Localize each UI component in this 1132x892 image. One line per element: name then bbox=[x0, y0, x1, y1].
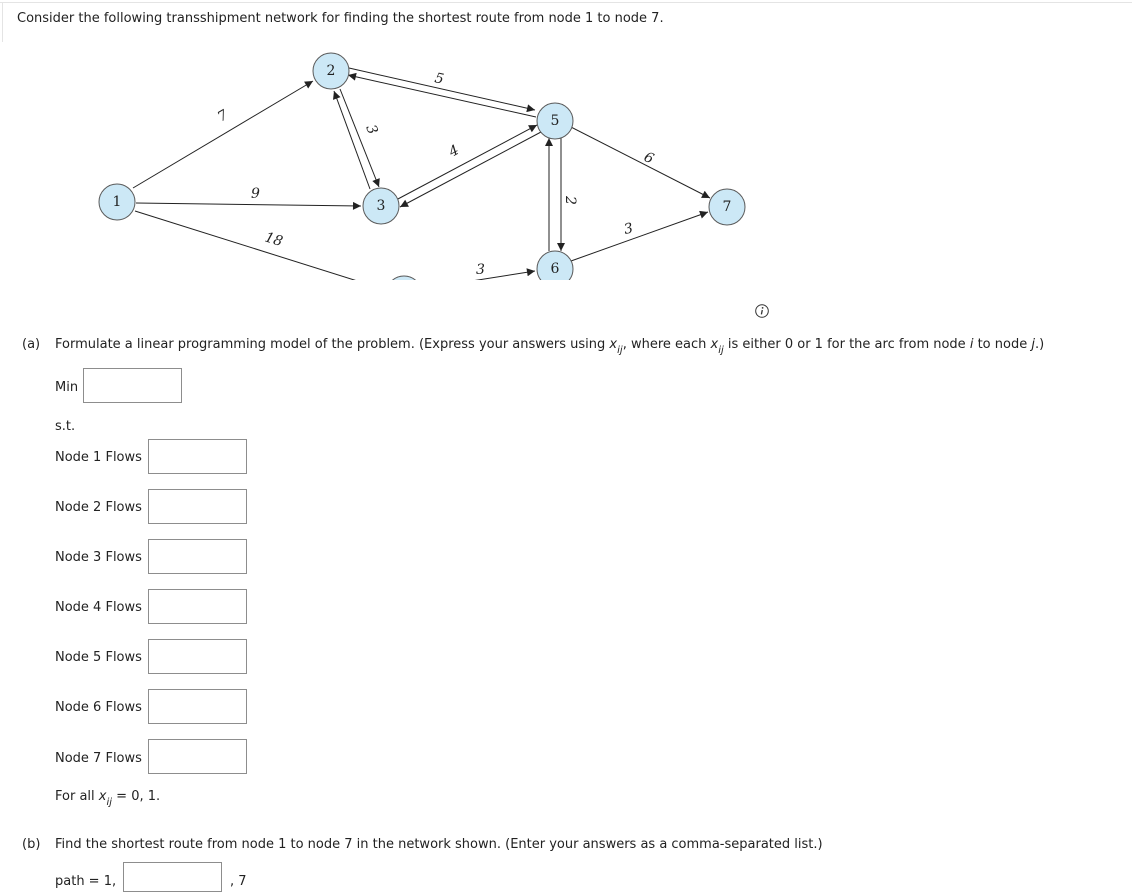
node-1-flows-label: Node 1 Flows bbox=[55, 450, 142, 465]
node-6-flows-input[interactable] bbox=[148, 689, 247, 724]
svg-text:1: 1 bbox=[113, 194, 122, 210]
node-1-flows-input[interactable] bbox=[148, 439, 247, 474]
node-7: 7 bbox=[708, 188, 746, 226]
path-suffix: , 7 bbox=[230, 874, 247, 889]
var-x-3: x bbox=[98, 789, 107, 804]
node-4: 4 bbox=[391, 275, 417, 280]
weight-5-6: 2 bbox=[562, 195, 578, 205]
node-5-flows-input[interactable] bbox=[148, 639, 247, 674]
part-b-label: (b) bbox=[22, 837, 41, 852]
node-7-flows-label: Node 7 Flows bbox=[55, 751, 142, 766]
arc-3-5 bbox=[395, 124, 538, 201]
node-6-flows-label: Node 6 Flows bbox=[55, 700, 142, 715]
node-5: 5 bbox=[536, 102, 574, 140]
st-label: s.t. bbox=[55, 419, 76, 434]
arc-5-3 bbox=[399, 131, 542, 208]
var-x: x bbox=[609, 337, 618, 352]
part-a-text-2: , where each bbox=[622, 337, 711, 352]
problem-intro: Consider the following transshipment net… bbox=[17, 11, 664, 26]
node-3: 3 bbox=[362, 187, 400, 225]
var-x-2: x bbox=[710, 337, 719, 352]
svg-text:6: 6 bbox=[551, 261, 560, 277]
var-j: j bbox=[1031, 337, 1035, 352]
node-3-flows-input[interactable] bbox=[148, 539, 247, 574]
weight-2-3: 3 bbox=[362, 123, 380, 137]
weight-3-5: 4 bbox=[445, 142, 461, 161]
part-a-label: (a) bbox=[22, 337, 41, 352]
node-2-flows-label: Node 2 Flows bbox=[55, 500, 142, 515]
network-diagram: 7 9 18 3 5 4 3 2 6 3 1 2 3 4 5 6 7 bbox=[98, 52, 746, 280]
weight-4-6: 3 bbox=[476, 262, 485, 278]
arc-1-2 bbox=[132, 80, 314, 189]
part-b-text: Find the shortest route from node 1 to n… bbox=[55, 837, 823, 852]
svg-text:2: 2 bbox=[327, 63, 336, 79]
weight-1-4: 18 bbox=[263, 230, 285, 251]
arc-3-2 bbox=[333, 90, 371, 190]
weight-1-2: 7 bbox=[215, 107, 231, 125]
left-border bbox=[2, 2, 3, 42]
min-label: Min bbox=[55, 380, 79, 395]
weight-2-5: 5 bbox=[433, 70, 445, 88]
node-6: 6 bbox=[536, 250, 574, 280]
arc-2-3 bbox=[339, 88, 380, 188]
node-1: 1 bbox=[98, 183, 136, 221]
weight-5-7: 6 bbox=[641, 149, 656, 167]
info-icon[interactable] bbox=[755, 304, 769, 318]
arc-1-3 bbox=[135, 201, 362, 210]
for-all-suffix: = 0, 1. bbox=[112, 789, 161, 804]
weight-1-3: 9 bbox=[251, 186, 260, 202]
subscript-ij: ij bbox=[617, 345, 623, 356]
arc-5-2 bbox=[347, 72, 537, 118]
node-3-flows-label: Node 3 Flows bbox=[55, 550, 142, 565]
path-prefix: path = 1, bbox=[55, 874, 117, 889]
part-a-text-1: Formulate a linear programming model of … bbox=[55, 337, 610, 352]
node-5-flows-label: Node 5 Flows bbox=[55, 650, 142, 665]
node-2-flows-input[interactable] bbox=[148, 489, 247, 524]
svg-text:5: 5 bbox=[551, 113, 560, 129]
svg-text:7: 7 bbox=[723, 199, 732, 215]
weight-6-7: 3 bbox=[623, 220, 635, 238]
node-4-flows-input[interactable] bbox=[148, 589, 247, 624]
node-4-flows-label: Node 4 Flows bbox=[55, 600, 142, 615]
node-7-flows-input[interactable] bbox=[148, 739, 247, 774]
objective-input[interactable] bbox=[83, 368, 182, 403]
arc-5-7 bbox=[570, 126, 711, 199]
subscript-ij-3: ij bbox=[106, 797, 113, 808]
subscript-ij-2: ij bbox=[718, 345, 724, 356]
arc-4-6 bbox=[474, 268, 536, 280]
part-b-instructions: (b) Find the shortest route from node 1 t… bbox=[22, 837, 823, 852]
var-i: i bbox=[969, 337, 974, 352]
for-all-prefix: For all bbox=[55, 789, 99, 804]
part-a-text-3: is either 0 or 1 for the arc from node bbox=[723, 337, 970, 352]
top-border bbox=[0, 2, 1132, 3]
arc-6-7 bbox=[570, 210, 709, 262]
part-a-text-4: to node bbox=[973, 337, 1032, 352]
arc-1-4 bbox=[134, 210, 356, 280]
node-2: 2 bbox=[312, 52, 350, 90]
arc-2-5 bbox=[348, 67, 536, 113]
part-a-text-5: .) bbox=[1034, 337, 1045, 352]
path-input[interactable] bbox=[123, 862, 222, 892]
binary-constraint: For all xij = 0, 1. bbox=[55, 789, 161, 808]
part-a-instructions: (a) Formulate a linear programming model … bbox=[22, 337, 1045, 356]
svg-text:3: 3 bbox=[377, 198, 386, 214]
